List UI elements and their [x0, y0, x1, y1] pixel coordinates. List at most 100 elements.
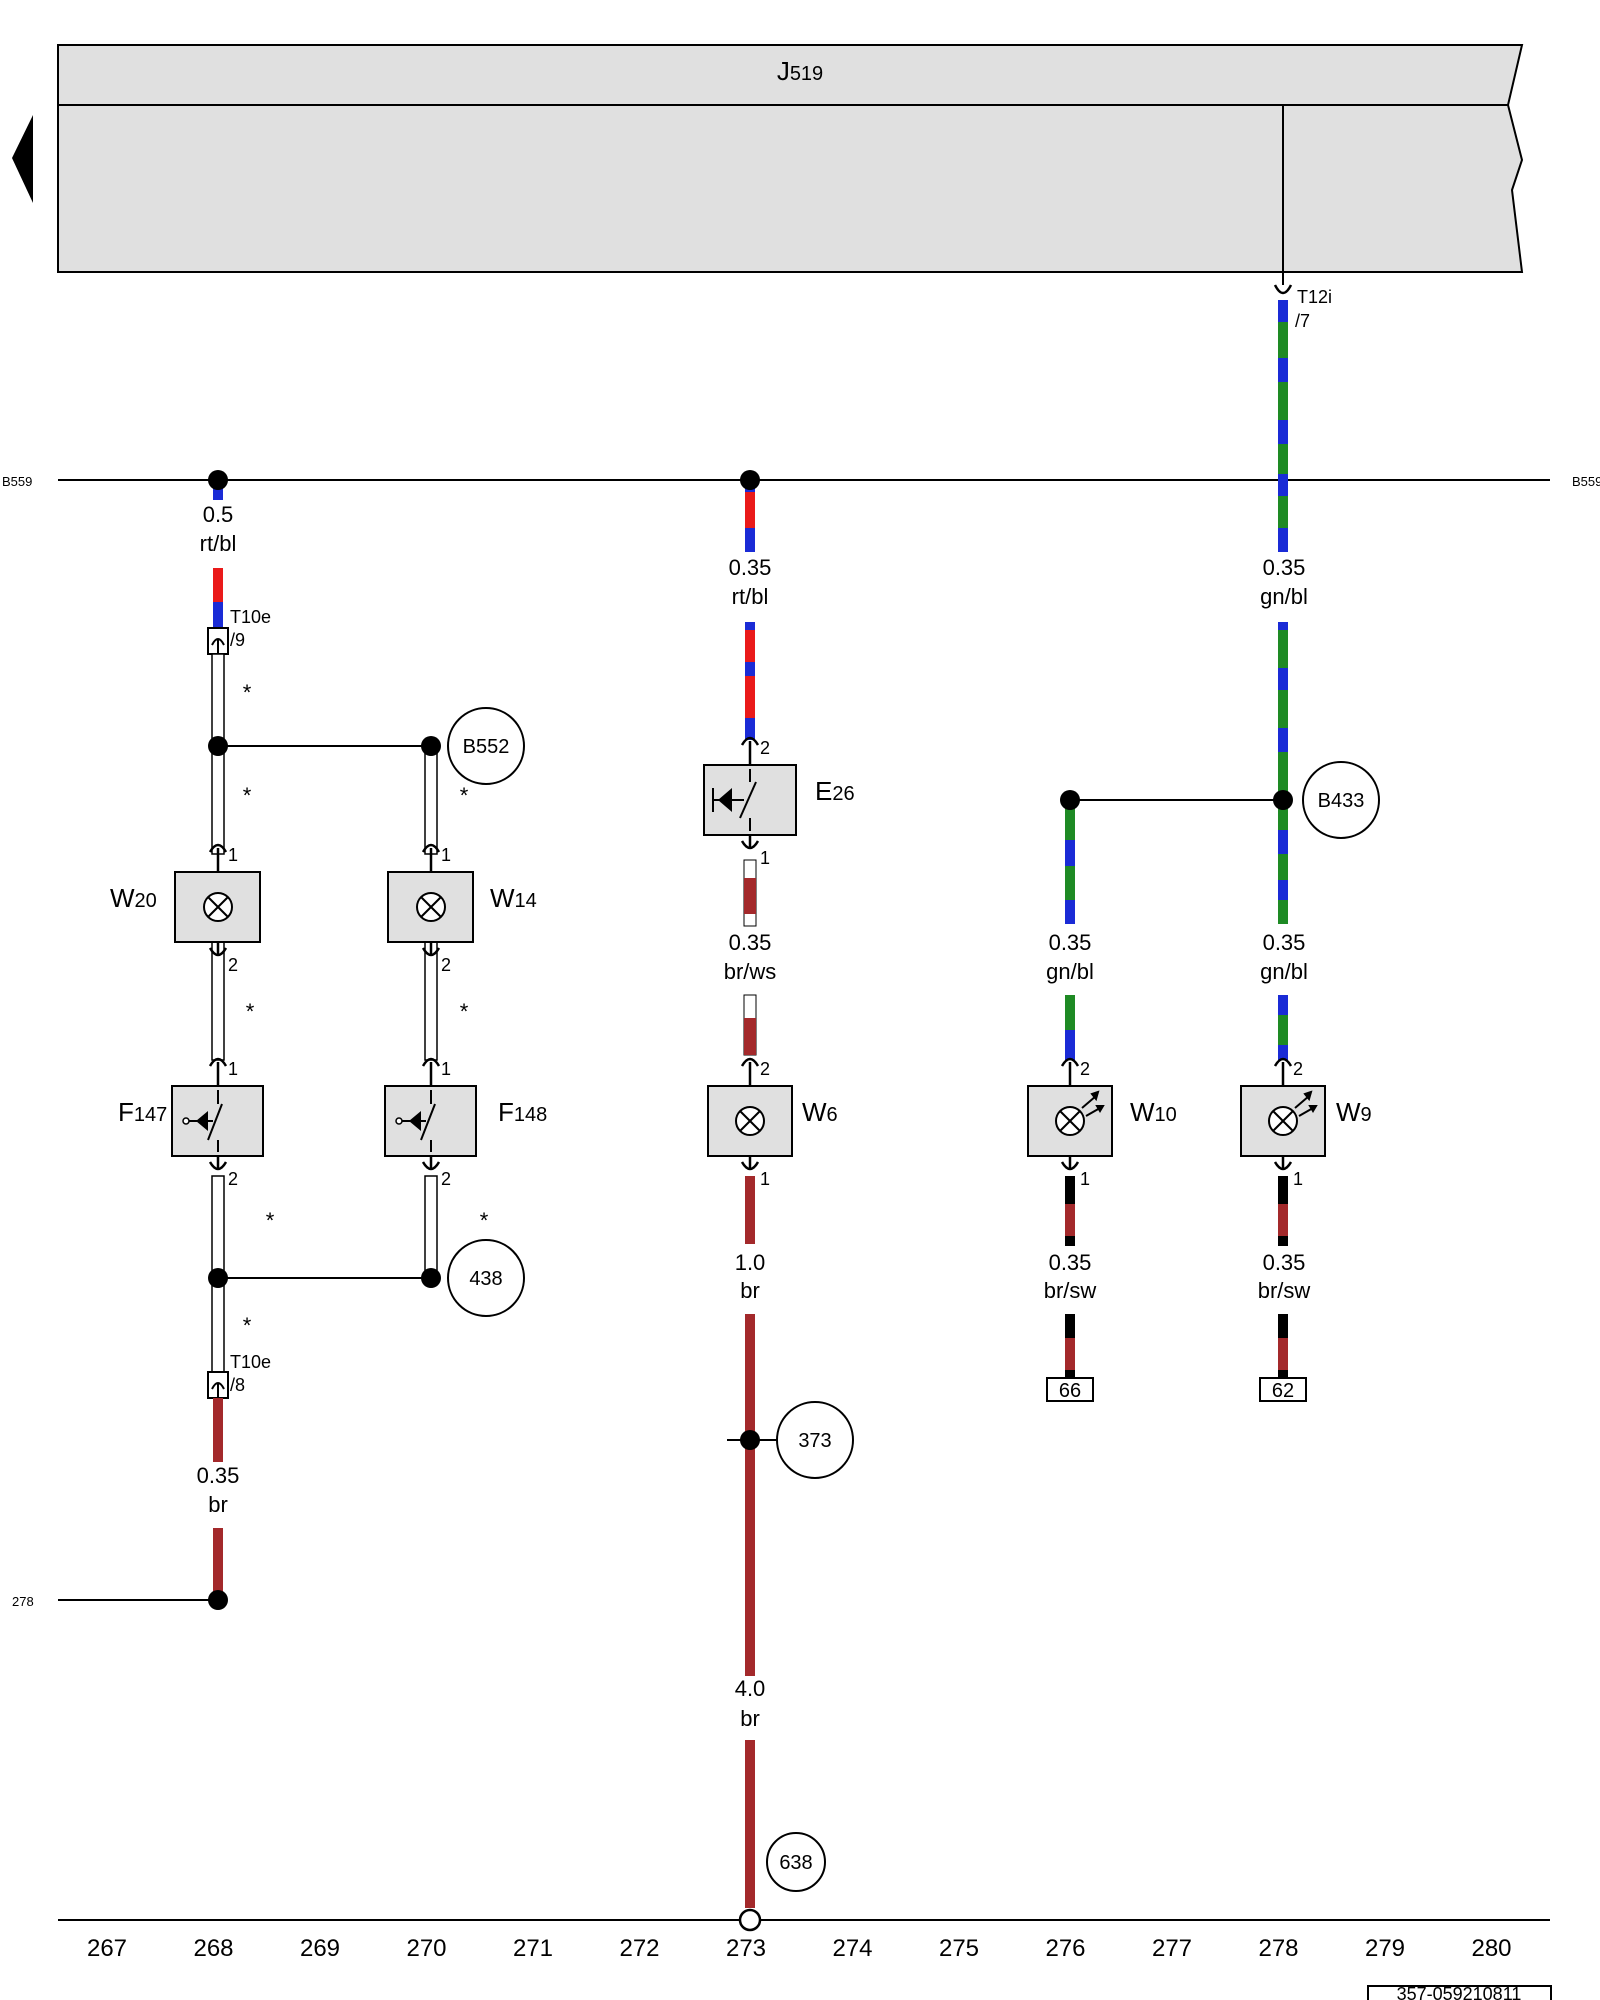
track-number-279: 279: [1365, 1935, 1405, 1962]
ref-box-66[interactable]: [1046, 1377, 1094, 1402]
connector-t12i-name: T12i: [1297, 287, 1332, 307]
track-number-274: 274: [832, 1935, 872, 1962]
node-373[interactable]: [776, 1401, 854, 1479]
pin-number: 1: [1080, 1169, 1090, 1189]
connector-t10e-9-pin: /9: [230, 630, 245, 650]
control-unit-label: J519: [777, 56, 823, 86]
pin-number: 1: [228, 845, 238, 865]
switch-f148-label: F148: [498, 1097, 547, 1127]
b559-right-label: B559: [1572, 474, 1600, 489]
wire-273-mid-color: br/ws: [724, 959, 777, 984]
lamp-w20[interactable]: [174, 871, 261, 943]
wire-273-top-size: 0.35: [729, 555, 772, 580]
wire-273-ground-color: br: [740, 1706, 760, 1731]
track-number-269: 269: [300, 1935, 340, 1962]
pin-number: 1: [441, 1059, 451, 1079]
ref-box-66-label: 66: [1059, 1380, 1081, 1402]
node-373-label: 373: [798, 1430, 831, 1452]
lamp-w9-label: W9: [1336, 1097, 1372, 1127]
footnote-mark: *: [460, 999, 469, 1024]
wire-278-top-color: gn/bl: [1260, 584, 1308, 609]
track-number-277: 277: [1152, 1935, 1192, 1962]
lamp-w10[interactable]: [1027, 1085, 1113, 1157]
lamp-w14[interactable]: [387, 871, 474, 943]
pin-number: 1: [1293, 1169, 1303, 1189]
pin-number: 1: [441, 845, 451, 865]
track-number-275: 275: [939, 1935, 979, 1962]
connector-t12i-pin: /7: [1295, 311, 1310, 331]
node-638-label: 638: [779, 1852, 812, 1874]
wire-273-ground-size: 4.0: [735, 1676, 766, 1701]
drawing-number: 357-059210811: [1397, 1984, 1522, 2000]
pin-number: 2: [228, 955, 238, 975]
wire-268-size-label: 0.5: [203, 502, 234, 527]
wire-268-white[interactable]: [211, 653, 225, 1373]
wire-278-top-size: 0.35: [1263, 555, 1306, 580]
lamp-w9[interactable]: [1240, 1085, 1326, 1157]
wire-273-mid-size: 0.35: [729, 930, 772, 955]
track-number-270: 270: [406, 1935, 446, 1962]
wire-278-low-color: br/sw: [1258, 1278, 1311, 1303]
pin-number: 2: [1080, 1059, 1090, 1079]
footnote-mark: *: [243, 680, 252, 705]
switch-f147-label: F147: [118, 1097, 167, 1127]
wire-278-mid-size: 0.35: [1263, 930, 1306, 955]
wire-276-low-color: br/sw: [1044, 1278, 1097, 1303]
node-438-label: 438: [469, 1268, 502, 1290]
node-638[interactable]: [766, 1832, 826, 1892]
connector-t10e-8[interactable]: [207, 1371, 229, 1399]
connector-t10e-8-name: T10e: [230, 1352, 271, 1372]
lamp-w10-label: W10: [1130, 1097, 1177, 1127]
wire-273-mid[interactable]: [743, 859, 757, 1056]
ref-box-62-label: 62: [1272, 1380, 1294, 1402]
footnote-mark: *: [266, 1208, 275, 1233]
ground-278-label: 278: [12, 1594, 34, 1609]
pin-number: 2: [441, 1169, 451, 1189]
wire-268-color-label: rt/bl: [200, 531, 237, 556]
pin-number: 2: [228, 1169, 238, 1189]
ground-point[interactable]: [738, 1908, 762, 1932]
track-number-280: 280: [1471, 1935, 1511, 1962]
footnote-mark: *: [480, 1208, 489, 1233]
track-number-278: 278: [1258, 1935, 1298, 1962]
wire-276-low-size: 0.35: [1049, 1250, 1092, 1275]
track-number-267: 267: [87, 1935, 127, 1962]
lamp-w6[interactable]: [707, 1085, 793, 1157]
wire-278-low-size: 0.35: [1263, 1250, 1306, 1275]
pin-number: 2: [760, 738, 770, 758]
switch-f147[interactable]: [171, 1085, 264, 1157]
node-b552[interactable]: [447, 707, 525, 785]
wire-276-mid-size: 0.35: [1049, 930, 1092, 955]
connector-t12i[interactable]: [1273, 284, 1293, 295]
pin-number: 1: [760, 1169, 770, 1189]
node-438[interactable]: [447, 1239, 525, 1317]
switch-e26[interactable]: [703, 764, 797, 836]
wire-270-white[interactable]: [424, 745, 438, 1279]
pin-number: 2: [760, 1059, 770, 1079]
track-number-272: 272: [619, 1935, 659, 1962]
pin-number: 2: [1293, 1059, 1303, 1079]
control-unit-j519[interactable]: J519: [57, 44, 1524, 273]
node-b433[interactable]: [1302, 761, 1380, 839]
footnote-mark: *: [460, 783, 469, 808]
track-number-271: 271: [513, 1935, 553, 1962]
lamp-w20-label: W20: [110, 883, 157, 913]
track-number-268: 268: [193, 1935, 233, 1962]
ref-box-62[interactable]: [1259, 1377, 1307, 1402]
pin-number: 1: [760, 848, 770, 868]
connector-t10e-9[interactable]: [207, 627, 229, 655]
wire-268-bottom-size: 0.35: [197, 1463, 240, 1488]
switch-f148[interactable]: [384, 1085, 477, 1157]
footnote-mark: *: [243, 1313, 252, 1338]
pin-number: 2: [441, 955, 451, 975]
footnote-mark: *: [243, 783, 252, 808]
junction-dots: [208, 470, 1293, 1610]
wire-273-top-color: rt/bl: [732, 584, 769, 609]
footnote-mark: *: [246, 999, 255, 1024]
connector-t10e-8-pin: /8: [230, 1375, 245, 1395]
wire-278-mid-color: gn/bl: [1260, 959, 1308, 984]
b559-left-label: B559: [2, 474, 32, 489]
continuation-arrow-icon: [12, 115, 33, 203]
wire-273-low-color: br: [740, 1278, 760, 1303]
